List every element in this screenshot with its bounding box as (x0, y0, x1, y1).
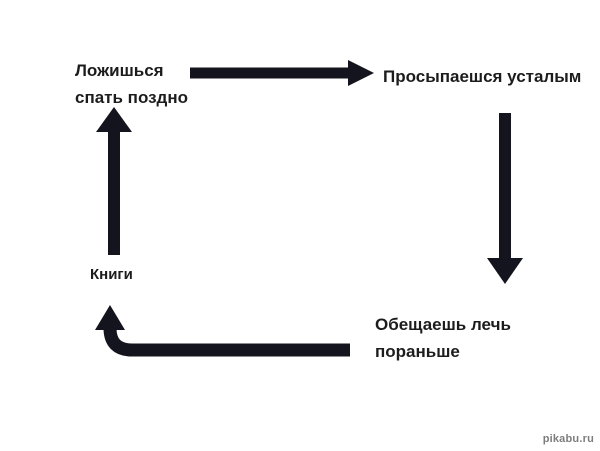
node-label-line: Ложишься (75, 61, 164, 80)
arrow-up-left (96, 107, 132, 255)
arrow-elbow-bottom (95, 305, 350, 357)
node-label-line: Просыпаешся усталым (383, 67, 582, 86)
arrow-right-top (190, 60, 374, 86)
pikabu-watermark: pikabu.ru (542, 433, 594, 445)
node-label-line: пораньше (375, 342, 460, 361)
node-label-line: спать поздно (75, 88, 188, 107)
node-label-line: Книги (90, 266, 133, 283)
node-books: Книги (90, 266, 133, 284)
node-promise-earlier: Обещаешь лечь пораньше (375, 311, 511, 365)
node-wake-up-tired: Просыпаешся усталым (383, 63, 581, 90)
arrow-down-right (487, 113, 523, 284)
node-label-line: Обещаешь лечь (375, 315, 511, 334)
node-go-to-bed-late: Ложишься спать поздно (75, 57, 188, 111)
